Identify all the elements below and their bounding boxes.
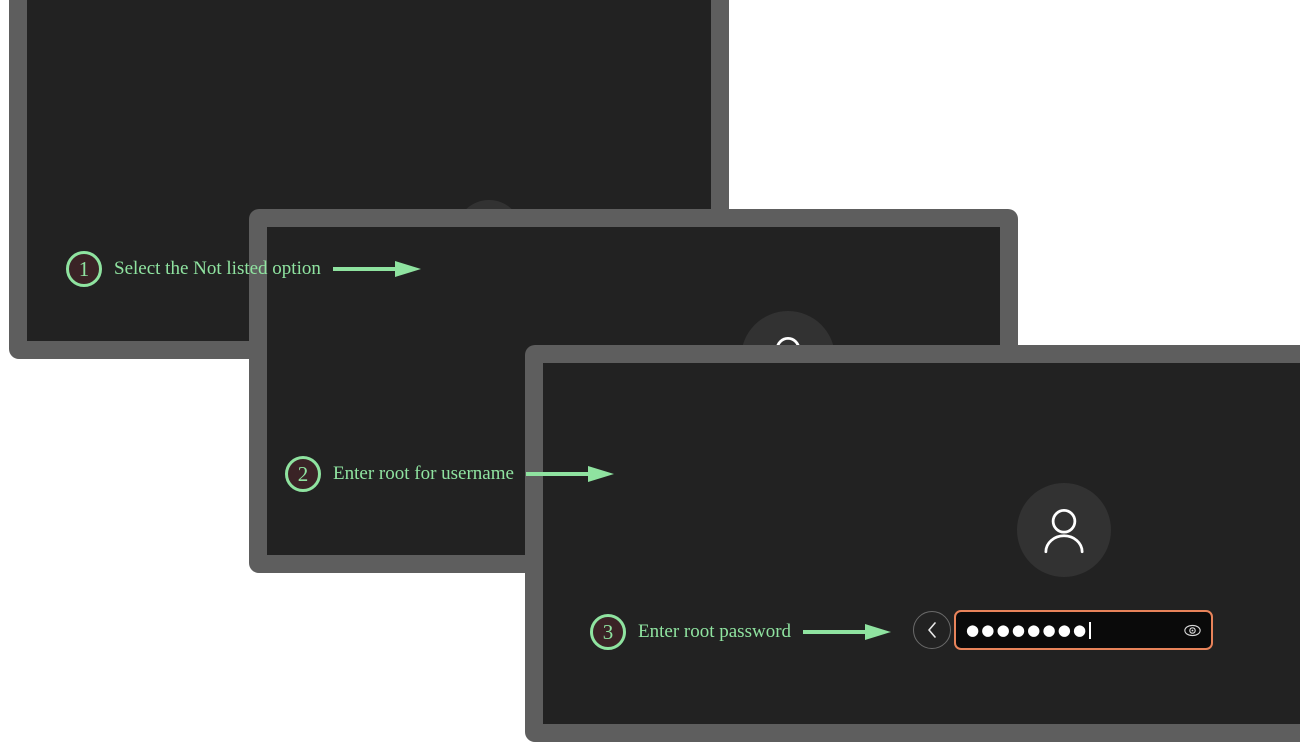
annotation-step-2: 2 Enter root for username — [285, 456, 614, 492]
chevron-left-icon — [928, 622, 936, 638]
reveal-password-button[interactable] — [1184, 624, 1201, 637]
step-badge-3: 3 — [590, 614, 626, 650]
password-mask-value: ●●●●●●●● — [966, 621, 1089, 639]
step-label-2: Enter root for username — [333, 463, 514, 484]
password-input[interactable]: ●●●●●●●● — [954, 610, 1213, 650]
annotation-overlay: 1 Select the Not listed option 2 Enter r… — [66, 251, 892, 650]
text-cursor — [1089, 621, 1091, 639]
arrow-right-icon — [332, 261, 421, 277]
step-badge-2: 2 — [285, 456, 321, 492]
arrow-right-icon — [525, 466, 614, 482]
step-badge-1: 1 — [66, 251, 102, 287]
eye-reveal-password-icon — [1184, 624, 1201, 636]
back-button[interactable] — [913, 611, 951, 649]
step-label-3: Enter root password — [638, 621, 792, 642]
panel-3-content: ●●●●●●●● — [543, 363, 1300, 724]
avatar — [1017, 483, 1111, 577]
login-screen-panel-password: ●●●●●●●● — [525, 345, 1300, 742]
step-label-1: Select the Not listed option — [114, 258, 321, 279]
annotation-step-3: 3 Enter root password — [590, 614, 892, 650]
annotation-step-1: 1 Select the Not listed option — [66, 251, 421, 287]
arrow-right-icon — [803, 624, 892, 640]
